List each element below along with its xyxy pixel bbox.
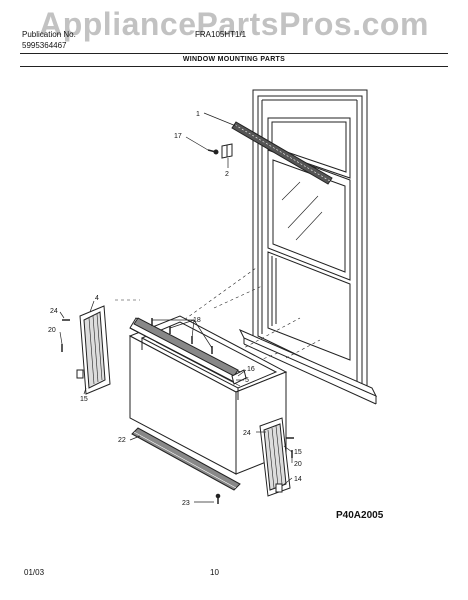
callout-5: 5	[245, 377, 249, 384]
leader-lines	[59, 112, 293, 503]
callout-20-left: 20	[48, 327, 56, 334]
part-2-bracket	[221, 143, 233, 159]
publication-label: Publication No.	[22, 30, 76, 39]
callout-14: 14	[294, 476, 302, 483]
callout-20-right: 20	[294, 461, 302, 468]
part-1-foam-seal	[231, 121, 333, 185]
callout-15-left: 15	[80, 396, 88, 403]
part-23-screw	[215, 493, 221, 504]
part-22-sill-seal	[131, 427, 241, 491]
header-rule	[20, 53, 448, 54]
footer-page-number: 10	[210, 568, 219, 577]
section-title: WINDOW MOUNTING PARTS	[182, 56, 286, 63]
callout-24-left: 24	[50, 308, 58, 315]
callout-22: 22	[118, 437, 126, 444]
footer-date: 01/03	[24, 568, 45, 577]
right-side-curtain	[259, 417, 291, 497]
callout-16: 16	[247, 366, 255, 373]
right-screws	[286, 437, 294, 458]
callout-24-right: 24	[243, 430, 251, 437]
left-side-curtain	[76, 305, 111, 395]
title-rule	[20, 66, 448, 67]
part-16-seal	[231, 369, 247, 385]
callout-15-right: 15	[294, 449, 302, 456]
drawing-code: P40A2005	[336, 510, 384, 521]
callout-18: 18	[193, 317, 201, 324]
callout-23: 23	[182, 500, 190, 507]
part-5-top-rail	[129, 317, 241, 383]
window-frame	[238, 89, 378, 405]
callout-2: 2	[225, 171, 229, 178]
callout-17: 17	[174, 133, 182, 140]
publication-number: 5995364467	[22, 41, 67, 50]
callout-1: 1	[196, 111, 200, 118]
model-number: FRA105HT1/1	[195, 30, 247, 39]
part-17-screw	[207, 149, 219, 155]
watermark: AppliancePartsPros.com	[39, 6, 429, 42]
left-screws	[61, 319, 70, 352]
callout-4: 4	[95, 295, 99, 302]
